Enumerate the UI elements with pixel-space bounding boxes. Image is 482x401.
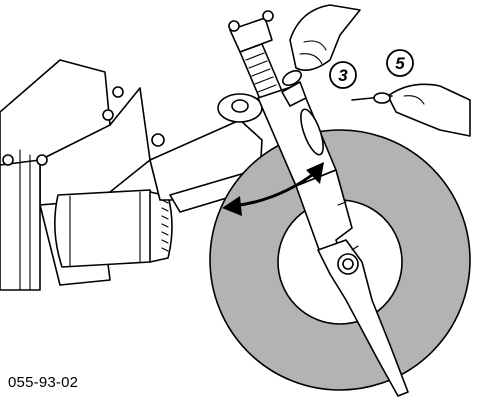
machine-frame <box>0 59 165 291</box>
wrench-tool <box>228 10 409 397</box>
callout-3: 3 <box>329 61 357 89</box>
callout-5-label: 5 <box>395 54 405 73</box>
callout-3-label: 3 <box>338 66 348 85</box>
double-headed-arc-arrow <box>222 162 324 216</box>
cylinder-body <box>54 189 173 268</box>
hand-icon <box>351 83 471 137</box>
hand-icon <box>281 4 361 107</box>
figure-code-label: 055-93-02 <box>8 374 79 391</box>
callout-5: 5 <box>386 49 414 77</box>
